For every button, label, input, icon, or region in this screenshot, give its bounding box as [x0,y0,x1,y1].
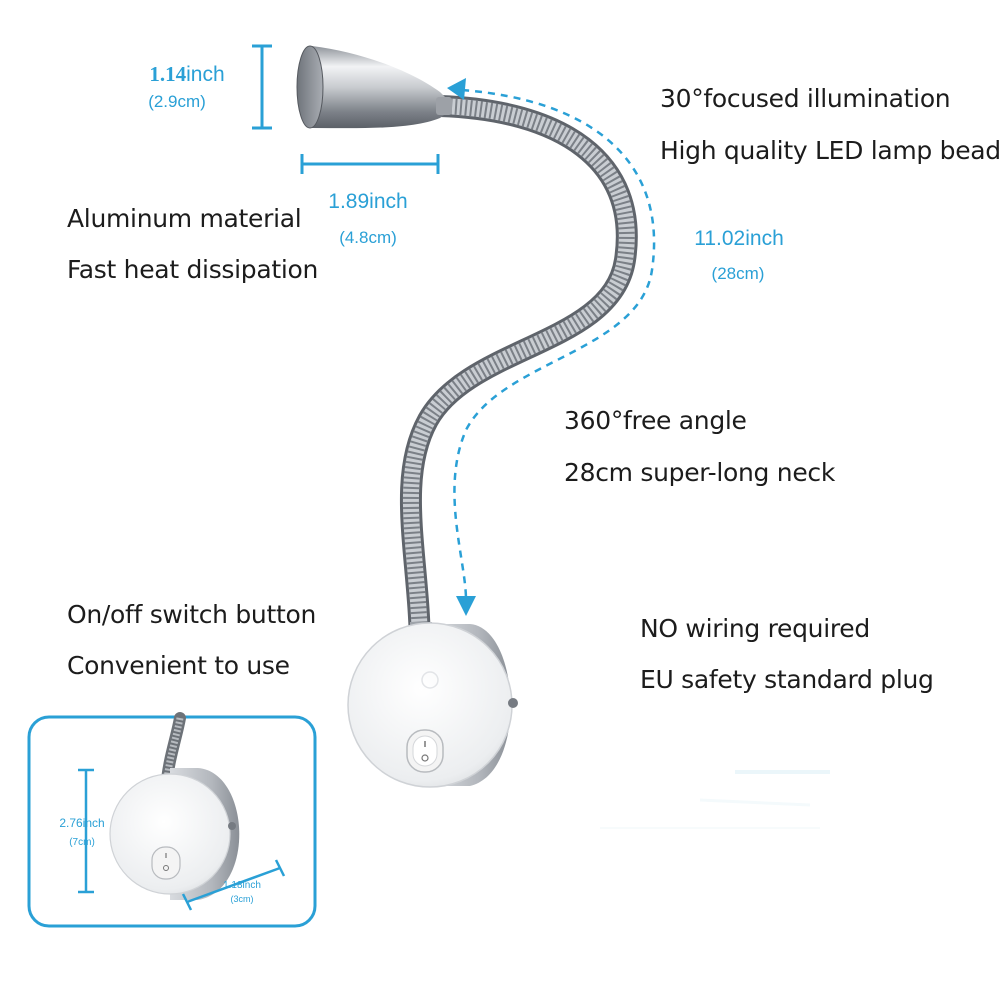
head-width-in: 1.89inch [328,190,408,213]
head-height-cm: (2.9cm) [148,92,206,111]
gooseneck-icon [399,95,638,661]
feature-switch: On/off switch button [67,600,317,629]
base-depth-cm: (3cm) [230,894,254,904]
feature-wiring: NO wiring required [640,614,870,643]
feature-material: Aluminum material [67,204,302,233]
base-depth-in: 1.18inch [223,880,261,891]
head-width-dimension [300,154,440,174]
inset-panel [27,712,317,928]
feature-neck: 28cm super-long neck [564,458,836,487]
dimension-arrow-icon [447,78,656,616]
head-height-unit: inch [186,63,225,86]
head-height-label: 1.14inch [132,62,242,87]
feature-illumination: 30°focused illumination [660,84,951,113]
reflection-marks [600,770,830,829]
feature-plug: EU safety standard plug [640,665,934,694]
neck-length-cm: (28cm) [711,264,765,283]
feature-convenient: Convenient to use [67,651,290,680]
head-height-value: 1.14 [149,62,187,86]
rocker-switch-icon [406,729,444,773]
feature-angle: 360°free angle [564,406,747,435]
head-width-cm: (4.8cm) [339,228,397,247]
feature-heat: Fast heat dissipation [67,255,319,284]
feature-led: High quality LED lamp bead [660,136,1000,165]
lamp-head-icon [296,45,452,129]
wall-base-icon [347,622,518,788]
neck-length-in: 11.02inch [694,227,784,250]
inset-rocker-switch-icon [151,846,181,880]
head-height-dimension [252,44,272,130]
base-height-in: 2.76inch [59,816,105,830]
base-height-cm: (7cm) [69,837,95,848]
